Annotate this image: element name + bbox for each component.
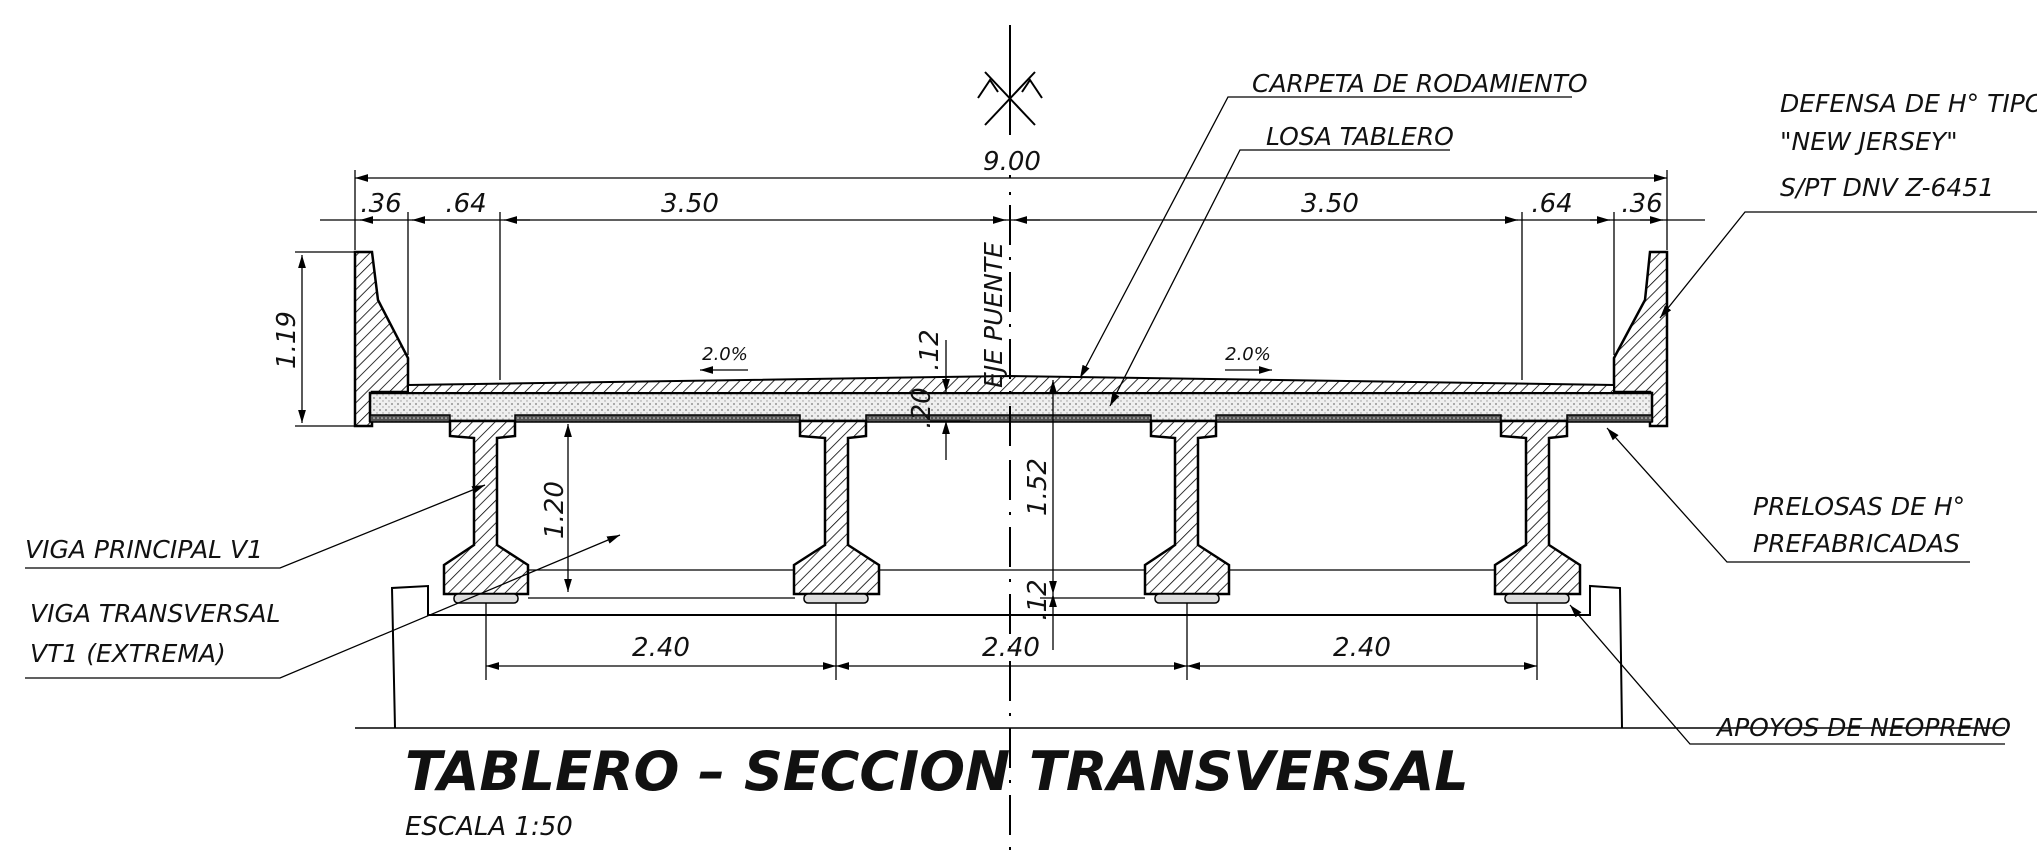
label-defensa-2: "NEW JERSEY" bbox=[1780, 127, 1958, 156]
dim-spacing-3: 2.40 bbox=[1333, 633, 1391, 663]
drawing-title: TABLERO – SECCION TRANSVERSAL bbox=[405, 740, 1469, 803]
label-defensa-1: DEFENSA DE H° TIPO bbox=[1780, 89, 2037, 118]
leader-lines bbox=[25, 96, 2037, 745]
slope-right: 2.0% bbox=[1225, 344, 1271, 365]
dim-left-barrier: .36 bbox=[360, 189, 401, 219]
main-beams bbox=[442, 419, 1582, 604]
center-depth-dims bbox=[930, 340, 1145, 650]
dim-total-depth: 1.52 bbox=[1023, 458, 1053, 516]
prelosas bbox=[369, 414, 1653, 423]
label-defensa-3: S/PT DNV Z-6451 bbox=[1780, 173, 1994, 202]
label-losa: LOSA TABLERO bbox=[1266, 122, 1454, 151]
label-prelosas-1: PRELOSAS DE H° bbox=[1753, 492, 1965, 521]
dim-right-barrier: .36 bbox=[1621, 189, 1662, 219]
beam-spacing-dims bbox=[485, 603, 1538, 680]
barrier-height-dim bbox=[295, 251, 355, 427]
dim-left-lane: 3.50 bbox=[661, 189, 719, 219]
label-prelosas-2: PREFABRICADAS bbox=[1753, 529, 1960, 558]
beam-1 bbox=[442, 419, 530, 604]
dim-right-shoulder: .64 bbox=[1531, 189, 1572, 219]
dim-bearing-height: .12 bbox=[1023, 579, 1053, 620]
label-viga-transversal-2: VT1 (EXTREMA) bbox=[30, 639, 226, 668]
dim-left-shoulder: .64 bbox=[445, 189, 486, 219]
beam-2 bbox=[792, 419, 881, 604]
label-apoyos: APOYOS DE NEOPRENO bbox=[1715, 713, 2011, 742]
beam-height-dim bbox=[528, 424, 795, 599]
dim-spacing-2: 2.40 bbox=[982, 633, 1040, 663]
label-carpeta: CARPETA DE RODAMIENTO bbox=[1252, 69, 1588, 98]
abutment-outline bbox=[355, 584, 2005, 729]
dim-beam-height: 1.20 bbox=[540, 481, 570, 539]
beam-3 bbox=[1143, 419, 1231, 604]
dim-pavement-thickness: .12 bbox=[915, 329, 945, 370]
dim-total-width: 9.00 bbox=[983, 147, 1041, 177]
drawing-scale: ESCALA 1:50 bbox=[405, 812, 573, 842]
wearing-course bbox=[407, 374, 1615, 394]
axis-label: EJE PUENTE bbox=[979, 242, 1008, 388]
label-viga-principal: VIGA PRINCIPAL V1 bbox=[25, 535, 263, 564]
bridge-centerline bbox=[977, 25, 1043, 854]
dim-right-lane: 3.50 bbox=[1301, 189, 1359, 219]
top-dimension-lines bbox=[320, 170, 1705, 380]
dim-barrier-height: 1.19 bbox=[272, 311, 302, 369]
beam-4 bbox=[1493, 419, 1582, 604]
dim-spacing-1: 2.40 bbox=[632, 633, 690, 663]
label-viga-transversal-1: VIGA TRANSVERSAL bbox=[30, 599, 280, 628]
slope-left: 2.0% bbox=[702, 344, 748, 365]
dim-slab-thickness: .20 bbox=[907, 387, 937, 428]
